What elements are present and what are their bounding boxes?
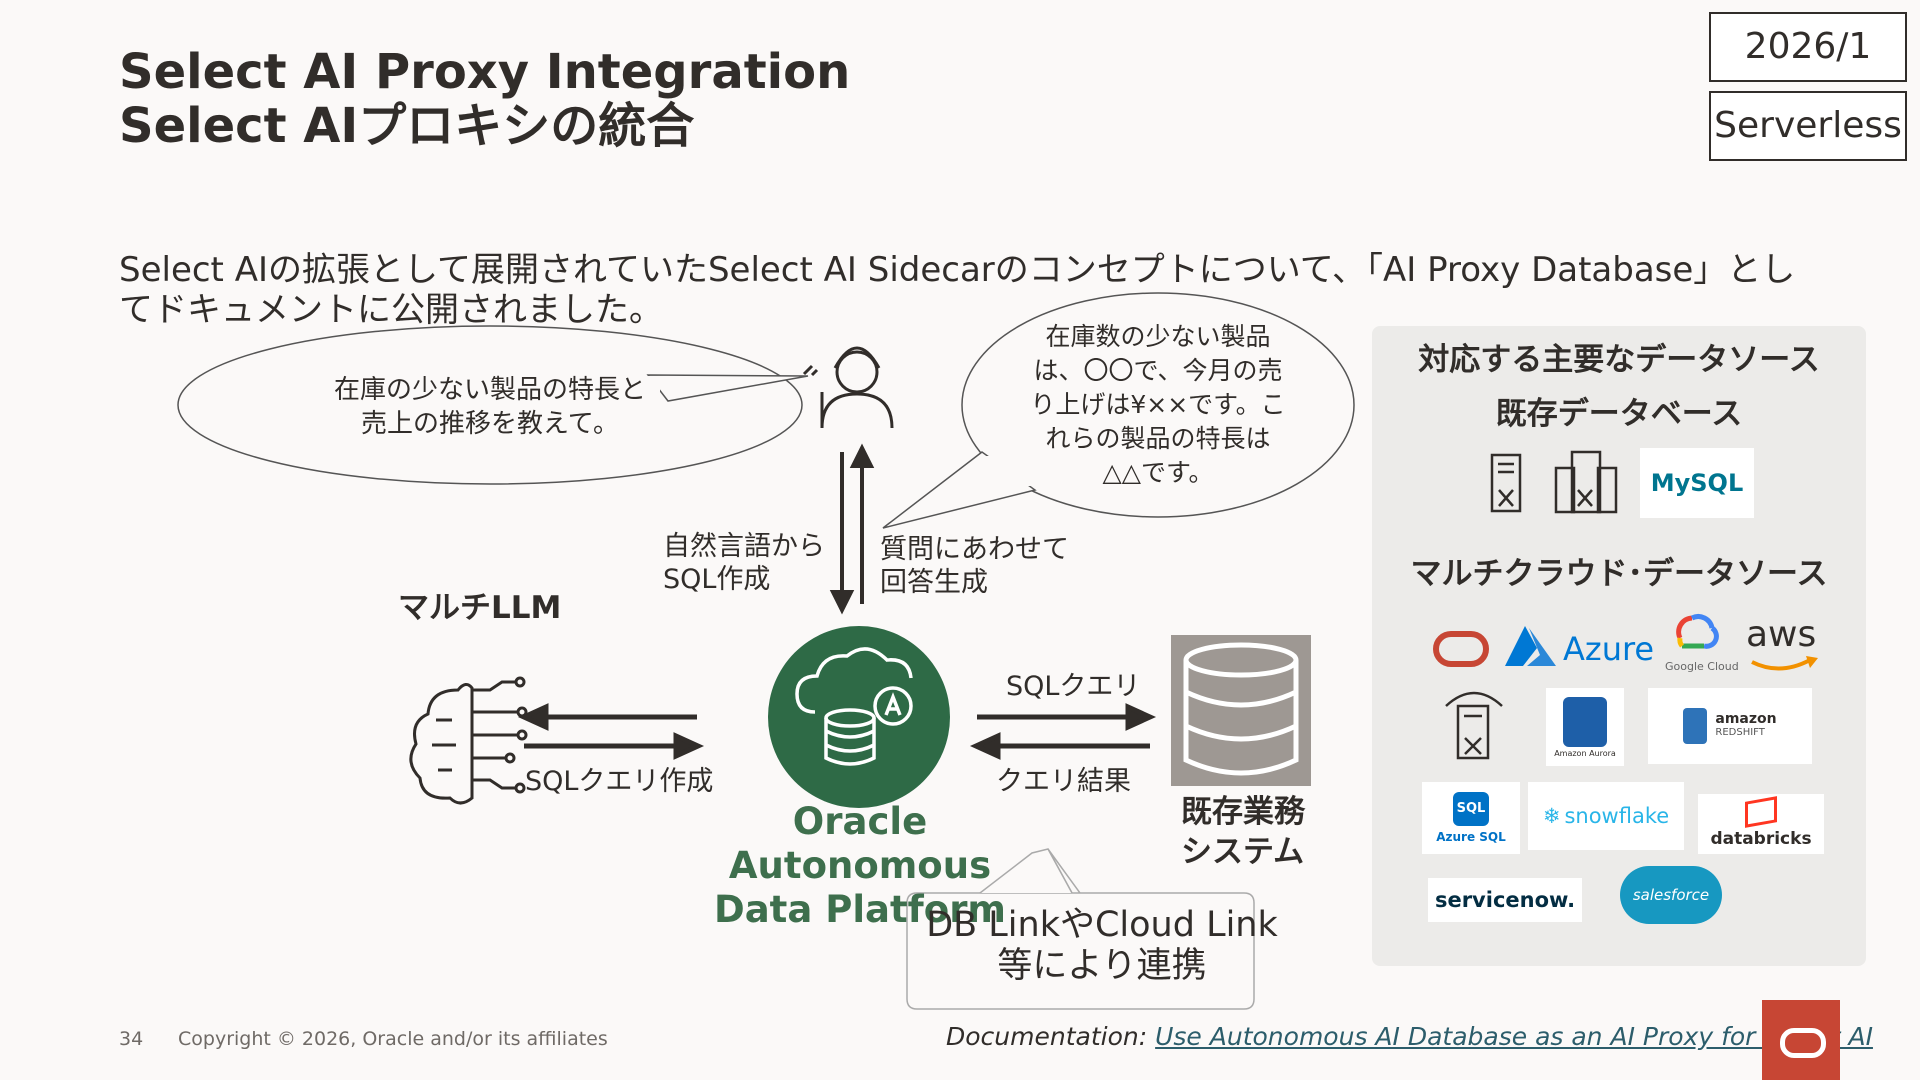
salesforce-logo: salesforce: [1620, 866, 1722, 924]
google-cloud-icon: [1676, 614, 1719, 649]
azure-sql-logo: SQL Azure SQL: [1422, 782, 1520, 854]
right-bubble-line-5: △△です。: [1102, 458, 1214, 487]
oracle-logo: [1762, 1000, 1840, 1080]
documentation-link[interactable]: Use Autonomous AI Database as an AI Prox…: [1155, 1022, 1873, 1051]
right-speech-bubble: [882, 292, 1355, 529]
azure-sql-label: Azure SQL: [1436, 830, 1506, 844]
databricks-icon: [1745, 796, 1777, 828]
system-arrows: [969, 703, 1157, 760]
existing-db-heading: 既存データベース: [1495, 396, 1743, 432]
aws-logo-text: aws: [1746, 614, 1817, 655]
right-bubble-line-3: り上げは¥××です。こ: [1030, 390, 1286, 419]
intro-text: Select AIの拡張として展開されていたSelect AI Sidecarの…: [119, 250, 1796, 330]
multicloud-heading: マルチクラウド･データソース: [1410, 556, 1828, 592]
adp-line-2: Data Platform: [714, 888, 1006, 931]
existing-system-label: 既存業務 システム: [1181, 792, 1305, 872]
brain-circuit-icon: [409, 676, 528, 805]
nl-to-sql-label: 自然言語から SQL作成: [663, 530, 825, 596]
title-english: Select AI Proxy Integration: [119, 44, 851, 100]
link-note-callout: [906, 848, 1255, 1010]
link-note-line-2: 等により連携: [997, 946, 1207, 986]
adp-line-1: Oracle Autonomous: [728, 800, 992, 887]
oracle-logo-icon: [1780, 1028, 1826, 1058]
adp-cloud-icon: [768, 626, 950, 808]
adp-label: Oracle Autonomous Data Platform: [660, 800, 1060, 932]
user-headset-icon: [802, 346, 894, 429]
existing-system-line-2: システム: [1181, 834, 1305, 870]
page-number: 34: [119, 1028, 144, 1050]
serverless-badge: Serverless: [1709, 91, 1907, 161]
page-title: Select AI Proxy Integration Select AIプロキ…: [119, 45, 850, 153]
exadata-cluster-icon: [1554, 450, 1618, 514]
answer-gen-line-1: 質問にあわせて: [880, 534, 1069, 565]
amazon-aurora-logo: Amazon Aurora: [1546, 688, 1624, 766]
aurora-icon: [1563, 696, 1607, 747]
llm-arrows: [517, 703, 705, 760]
mysql-logo: MySQL: [1640, 448, 1754, 518]
redshift-label-2: REDSHIFT: [1715, 727, 1765, 738]
documentation-prefix: Documentation:: [946, 1022, 1148, 1051]
sql-query-label: SQLクエリ: [1006, 671, 1141, 702]
left-bubble-line-2: 売上の推移を教えて。: [361, 409, 619, 439]
exadata-cloud-icon: [1445, 691, 1503, 760]
redshift-icon: [1683, 708, 1708, 744]
databricks-label: databricks: [1710, 829, 1812, 849]
servicenow-logo: servicenow.: [1428, 878, 1582, 922]
snowflake-icon: ❄: [1542, 804, 1561, 828]
datasource-heading: 対応する主要なデータソース: [1418, 342, 1820, 378]
datasource-panel: [1372, 326, 1866, 966]
query-result-label: クエリ結果: [996, 766, 1131, 797]
databricks-logo: databricks: [1698, 794, 1824, 854]
right-bubble-text: 在庫数の少ない製品 は、〇〇で、今月の売 り上げは¥××です。こ れらの製品の特…: [1008, 320, 1308, 490]
azure-logo-text: Azure: [1563, 630, 1655, 668]
copyright: Copyright © 2026, Oracle and/or its affi…: [178, 1028, 608, 1050]
left-bubble-text: 在庫の少ない製品の特長と 売上の推移を教えて。: [250, 373, 730, 441]
multi-llm-label: マルチLLM: [398, 590, 562, 626]
answer-gen-label: 質問にあわせて 回答生成: [880, 533, 1069, 599]
link-note-line-1: DB LinkやCloud Link: [926, 905, 1278, 945]
nl-to-sql-line-2: SQL作成: [663, 564, 771, 595]
azure-sql-icon: SQL: [1453, 792, 1489, 826]
answer-gen-line-2: 回答生成: [880, 567, 988, 598]
oracle-cloud-logo-icon: [1433, 631, 1489, 667]
nl-to-sql-line-1: 自然言語から: [663, 531, 825, 562]
aws-smile-icon: [1751, 658, 1811, 671]
link-note-text: DB LinkやCloud Link 等により連携: [912, 905, 1292, 987]
exadata-single-icon: [1490, 453, 1522, 513]
title-japanese: Select AIプロキシの統合: [119, 98, 695, 154]
documentation-line: Documentation: Use Autonomous AI Databas…: [946, 1022, 1873, 1051]
snowflake-label: snowflake: [1564, 804, 1670, 828]
existing-system-db-icon: [1171, 635, 1311, 786]
left-bubble-line-1: 在庫の少ない製品の特長と: [333, 375, 646, 405]
azure-logo-icon: [1505, 626, 1537, 666]
amazon-redshift-logo: amazon REDSHIFT: [1648, 688, 1812, 764]
right-bubble-line-1: 在庫数の少ない製品: [1045, 322, 1271, 351]
redshift-label-1: amazon: [1715, 711, 1777, 727]
snowflake-logo: ❄ snowflake: [1528, 782, 1684, 850]
existing-system-line-1: 既存業務: [1181, 794, 1305, 830]
sql-query-create-label: SQLクエリ作成: [525, 766, 714, 797]
google-cloud-text: Google Cloud: [1665, 660, 1739, 673]
right-bubble-line-4: れらの製品の特長は: [1045, 424, 1271, 453]
vertical-arrows: [829, 443, 875, 615]
date-badge: 2026/1: [1709, 12, 1907, 82]
left-speech-bubble: [177, 325, 809, 485]
right-bubble-line-2: は、〇〇で、今月の売: [1033, 356, 1283, 385]
aurora-label: Amazon Aurora: [1554, 748, 1616, 758]
